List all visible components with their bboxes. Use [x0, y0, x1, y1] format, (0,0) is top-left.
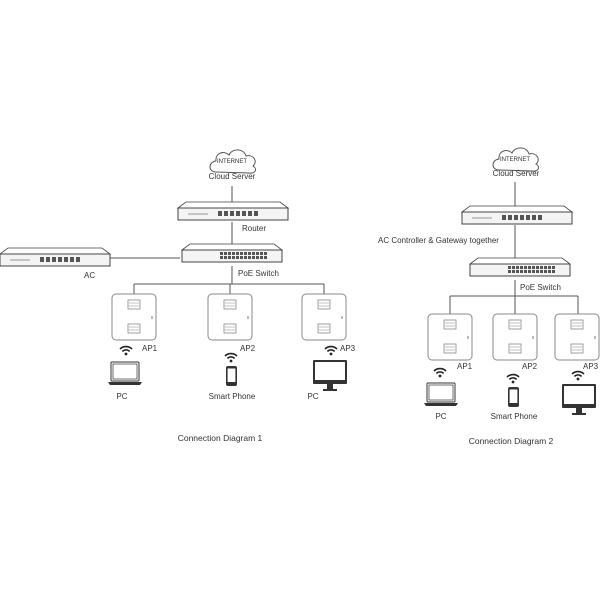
- client3-label: PC: [307, 392, 318, 401]
- ap2-label-2: AP2: [522, 362, 538, 371]
- client1-label-2: PC: [435, 412, 446, 421]
- wifi-icon: [433, 367, 447, 379]
- access-point-icon: [111, 293, 157, 341]
- gateway-icon: [461, 205, 573, 225]
- cloud-top-label: INTERNET: [217, 159, 247, 165]
- ap1-label: AP1: [142, 344, 158, 353]
- access-point-icon: [427, 313, 473, 361]
- phone-icon: [508, 387, 519, 407]
- cloud-server-label: Cloud Server: [209, 172, 256, 181]
- monitor-icon: [562, 384, 596, 415]
- poe-switch-icon: [181, 243, 283, 263]
- wifi-icon: [324, 345, 338, 357]
- wifi-icon: [571, 370, 585, 382]
- laptop-icon: [423, 382, 459, 407]
- ac-icon: [0, 247, 111, 267]
- poe-switch-label: PoE Switch: [238, 269, 279, 278]
- diagram-1: INTERNET Cloud Server Router AC PoE Swit…: [0, 149, 356, 443]
- access-point-icon: [207, 293, 253, 341]
- ap3-label-2: AP3: [583, 362, 599, 371]
- ac-label: AC: [84, 271, 95, 280]
- router-label: Router: [242, 224, 266, 233]
- client1-label: PC: [116, 392, 127, 401]
- cloud-server-label-2: Cloud Server: [493, 169, 540, 178]
- wifi-icon: [119, 345, 133, 357]
- access-point-icon: [301, 293, 347, 341]
- poe-switch-icon: [469, 257, 571, 277]
- wifi-icon: [506, 373, 520, 385]
- laptop-icon: [107, 361, 143, 386]
- client2-label: Smart Phone: [209, 392, 256, 401]
- poe-switch-label-2: PoE Switch: [520, 283, 561, 292]
- monitor-icon: [313, 360, 347, 391]
- diagram-2: INTERNET Cloud Server AC Controller & Ga…: [378, 147, 600, 446]
- router-icon: [177, 201, 289, 221]
- access-point-icon: [554, 313, 600, 361]
- phone-icon: [226, 366, 237, 386]
- client2-label-2: Smart Phone: [491, 412, 538, 421]
- ap1-label-2: AP1: [457, 362, 473, 371]
- caption-1: Connection Diagram 1: [178, 433, 263, 443]
- ap3-label: AP3: [340, 344, 356, 353]
- cloud-top-label-2: INTERNET: [500, 157, 530, 163]
- wifi-icon: [224, 352, 238, 364]
- access-point-icon: [492, 313, 538, 361]
- gateway-label: AC Controller & Gateway together: [378, 236, 499, 245]
- ap2-label: AP2: [240, 344, 256, 353]
- caption-2: Connection Diagram 2: [469, 436, 554, 446]
